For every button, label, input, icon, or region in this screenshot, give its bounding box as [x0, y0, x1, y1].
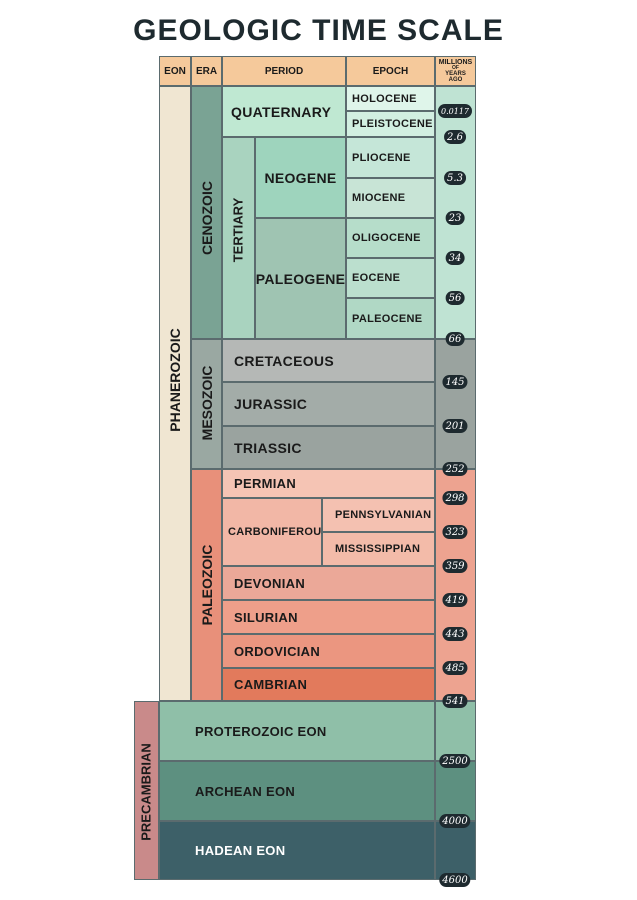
age-column-proterozoic: [435, 701, 476, 761]
age-badge: 298: [442, 491, 468, 505]
header-eon: EON: [159, 56, 191, 86]
era-cenozoic-label: CENOZOIC: [199, 181, 215, 255]
eon-precambrian-label: PRECAMBRIAN: [138, 743, 154, 841]
age-badge: 66: [445, 332, 465, 346]
epoch-paleocene: PALEOCENE: [346, 298, 435, 339]
age-badge: 359: [442, 559, 468, 573]
era-mesozoic-label: MESOZOIC: [199, 365, 215, 441]
period-neogene: NEOGENE: [255, 137, 346, 218]
epoch-oligocene: OLIGOCENE: [346, 218, 435, 258]
epoch-pliocene: PLIOCENE: [346, 137, 435, 178]
age-badge: 4000: [439, 814, 471, 828]
eon-precambrian: [134, 701, 159, 880]
period-triassic: TRIASSIC: [222, 426, 435, 469]
period-ordovician: ORDOVICIAN: [222, 634, 435, 668]
age-badge: 4600: [439, 873, 471, 887]
age-badge: 5.3: [444, 171, 466, 185]
eon-hadean: HADEAN EON: [159, 821, 435, 880]
header-epoch: EPOCH: [346, 56, 435, 86]
era-mesozoic: [191, 339, 222, 469]
period-quaternary: QUATERNARY: [222, 86, 346, 137]
age-badge: 485: [442, 661, 468, 675]
period-jurassic: JURASSIC: [222, 382, 435, 426]
period-cambrian: CAMBRIAN: [222, 668, 435, 701]
page-title: GEOLOGIC TIME SCALE: [133, 14, 504, 47]
age-badge: 34: [445, 251, 465, 265]
period-carboniferous: CARBONIFEROUS: [222, 498, 329, 566]
age-badge: 0.0117: [438, 104, 472, 118]
epoch-eocene: EOCENE: [346, 258, 435, 298]
age-column-mesozoic: [435, 339, 476, 469]
age-column-hadean: [435, 821, 476, 880]
period-devonian: DEVONIAN: [222, 566, 435, 600]
header-era: ERA: [191, 56, 222, 86]
epoch-holocene: HOLOCENE: [346, 86, 435, 111]
subperiod-tertiary-label: TERTIARY: [230, 197, 246, 263]
header-period: PERIOD: [222, 56, 346, 86]
age-badge: 23: [445, 211, 465, 225]
age-badge: 443: [442, 627, 468, 641]
era-paleozoic: [191, 469, 222, 701]
subperiod-tertiary: [222, 137, 255, 339]
period-silurian: SILURIAN: [222, 600, 435, 634]
era-cenozoic: [191, 86, 222, 339]
age-column-archean: [435, 761, 476, 821]
epoch-mississippian: MISSISSIPPIAN: [322, 532, 435, 566]
epoch-miocene: MIOCENE: [346, 178, 435, 218]
eon-phanerozoic: [159, 86, 191, 701]
period-cretaceous: CRETACEOUS: [222, 339, 435, 382]
age-badge: 419: [442, 593, 468, 607]
era-paleozoic-label: PALEOZOIC: [199, 544, 215, 626]
age-badge: 252: [442, 462, 468, 476]
age-badge: 201: [442, 419, 468, 433]
period-paleogene: PALEOGENE: [255, 218, 346, 339]
age-badge: 2.6: [444, 130, 466, 144]
eon-proterozoic: PROTEROZOIC EON: [159, 701, 435, 761]
age-badge: 56: [445, 291, 465, 305]
period-permian: PERMIAN: [222, 469, 435, 498]
age-badge: 145: [442, 375, 468, 389]
eon-archean: ARCHEAN EON: [159, 761, 435, 821]
age-badge: 2500: [439, 754, 471, 768]
age-badge: 541: [442, 694, 468, 708]
epoch-pennsylvanian: PENNSYLVANIAN: [322, 498, 435, 532]
eon-phanerozoic-label: PHANEROZOIC: [167, 328, 183, 432]
age-badge: 323: [442, 525, 468, 539]
epoch-pleistocene: PLEISTOCENE: [346, 111, 435, 137]
